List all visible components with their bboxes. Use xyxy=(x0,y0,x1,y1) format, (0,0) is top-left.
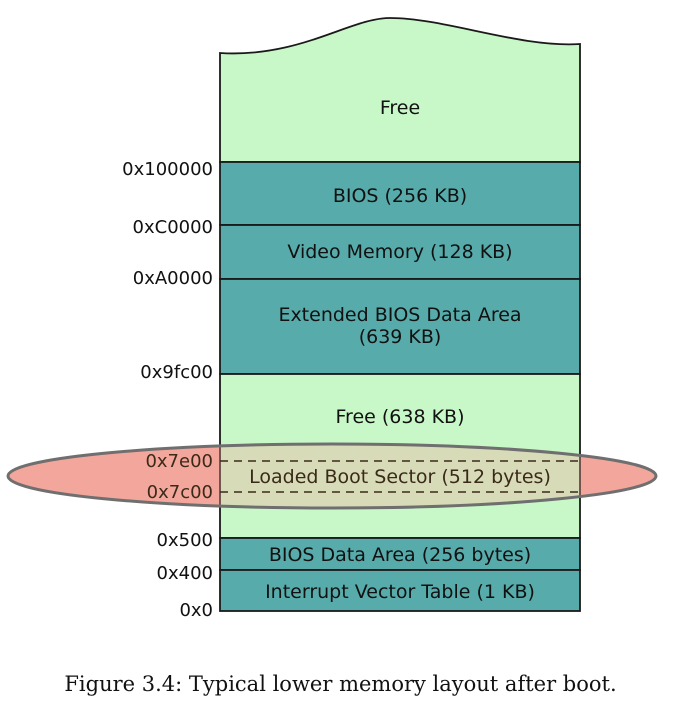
label-bios-data-area: BIOS Data Area (256 bytes) xyxy=(269,544,531,566)
segment-free-top xyxy=(219,17,581,163)
label-video-memory: Video Memory (128 KB) xyxy=(287,241,512,263)
label-boot-sector: Loaded Boot Sector (512 bytes) xyxy=(249,466,551,488)
segment-free-638 xyxy=(219,373,581,539)
address-0x500: 0x500 xyxy=(157,530,213,551)
label-free-top: Free xyxy=(380,97,420,119)
segment-interrupt-vector-table xyxy=(219,569,581,612)
label-free-638: Free (638 KB) xyxy=(336,406,465,428)
address-0x7e00: 0x7e00 xyxy=(145,451,213,472)
address-0x9fc00: 0x9fc00 xyxy=(140,362,213,383)
address-0x0: 0x0 xyxy=(179,600,213,621)
label-bios: BIOS (256 KB) xyxy=(333,185,467,207)
label-ebda-line2: (639 KB) xyxy=(359,326,442,348)
label-ebda-line1: Extended BIOS Data Area xyxy=(278,304,521,326)
figure-caption: Figure 3.4: Typical lower memory layout … xyxy=(64,672,617,696)
label-ivt: Interrupt Vector Table (1 KB) xyxy=(265,581,535,603)
address-0xC0000: 0xC0000 xyxy=(133,217,213,238)
address-0x7c00: 0x7c00 xyxy=(147,482,213,503)
segment-extended-bios-data-area xyxy=(219,278,581,375)
address-0xA0000: 0xA0000 xyxy=(133,268,213,289)
address-0x400: 0x400 xyxy=(157,563,213,584)
address-0x100000: 0x100000 xyxy=(122,159,213,180)
segment-bios xyxy=(219,161,581,226)
